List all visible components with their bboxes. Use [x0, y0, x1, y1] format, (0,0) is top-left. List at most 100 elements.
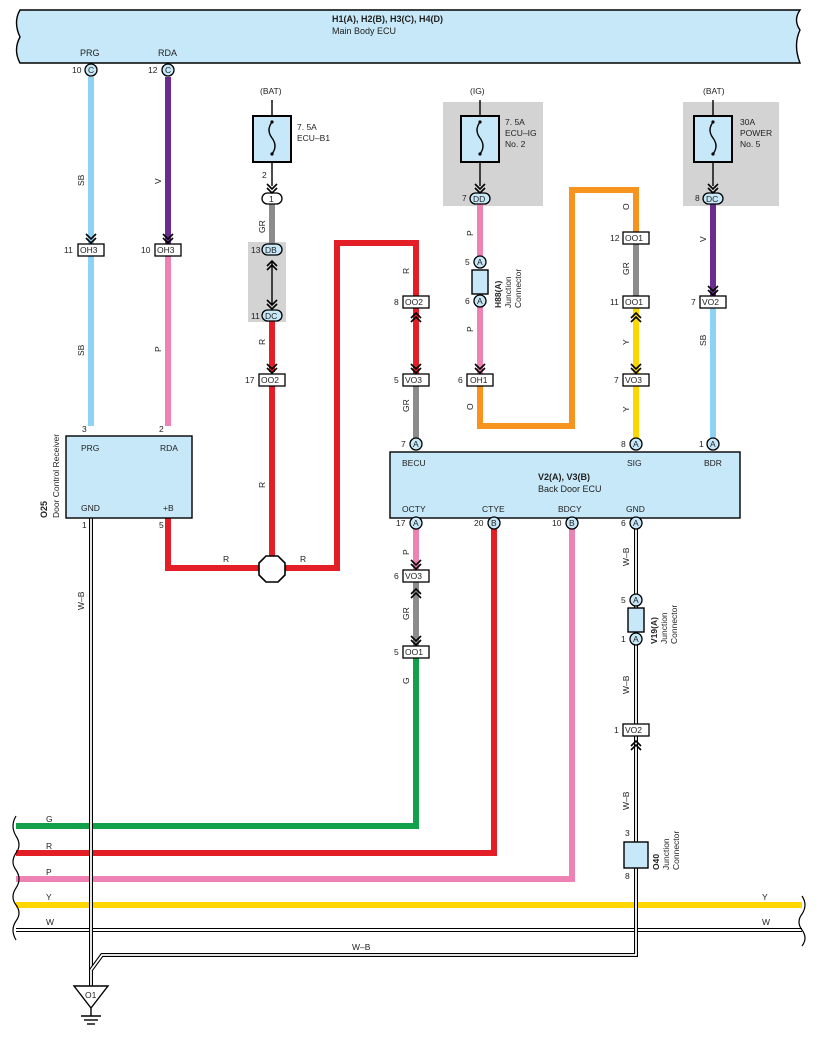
fuse-ig-name2: No. 2	[505, 139, 526, 149]
door-control-receiver	[65, 435, 193, 519]
conn-oh1: OH1 6	[458, 373, 494, 387]
conn-oh3-rda: OH3 10	[141, 243, 182, 257]
label-wb-3: W–B	[621, 791, 631, 810]
conn-oo2-8: OO2 8	[394, 295, 430, 309]
svg-text:O40: O40	[651, 854, 661, 870]
fuse-ecub1-source: (BAT)	[260, 86, 282, 96]
splice-point	[258, 555, 286, 583]
break-left	[12, 815, 20, 941]
o25-pin-rda: RDA	[160, 443, 178, 453]
svg-text:1: 1	[699, 439, 704, 449]
svg-text:8: 8	[394, 297, 399, 307]
o25-id: O25	[39, 501, 49, 518]
label-gr-4: GR	[401, 607, 411, 620]
bde-pin8-top: A 8	[621, 437, 643, 451]
pin-prg-top: C 10	[72, 63, 98, 77]
o25-pin3: 3	[82, 424, 87, 434]
bde-pin6-bottom: A 6	[621, 516, 643, 530]
svg-text:OO1: OO1	[625, 233, 643, 243]
o25-name: Door Control Receiver	[51, 434, 61, 518]
conn-oo2-17: OO2 17	[245, 373, 286, 387]
fuse-ecub1-pin: 2	[262, 170, 267, 180]
fuse-power-name2: No. 5	[740, 139, 761, 149]
fuse-power5: (BAT) 30A POWER No. 5 8	[693, 86, 772, 203]
conn-oh3-prg: OH3 11	[64, 243, 105, 257]
svg-text:6: 6	[621, 518, 626, 528]
bde-pin-bdcy: BDCY	[558, 504, 582, 514]
wire-r-ctye	[16, 528, 497, 856]
label-o-1: O	[465, 403, 475, 410]
bde-pin10-bottom: B 10	[552, 516, 579, 530]
label-r-6: R	[46, 841, 52, 851]
svg-text:OH3: OH3	[80, 245, 98, 255]
junction-h88: A 5 A 6 H88(A) Junction Connector	[465, 255, 523, 308]
svg-text:DD: DD	[473, 194, 485, 204]
junction-v19: A 5 A 1 V19(A) Junction Connector	[621, 593, 679, 646]
bde-pin-becu: BECU	[402, 458, 426, 468]
conn-vo3-6: VO3 6	[394, 569, 430, 583]
label-sb-3: SB	[698, 334, 708, 346]
svg-text:A: A	[633, 595, 639, 605]
pin-name-rda-top: RDA	[158, 48, 177, 58]
svg-text:Junction: Junction	[503, 276, 513, 308]
conn-oo1-5: OO1 5	[394, 645, 430, 659]
back-door-ecu-title: V2(A), V3(B)	[538, 472, 590, 482]
svg-text:17: 17	[245, 375, 255, 385]
main-body-ecu-title: H1(A), H2(B), H3(C), H4(D)	[332, 14, 443, 24]
svg-text:1: 1	[269, 194, 274, 204]
fuse-power-name: POWER	[740, 128, 772, 138]
label-wb-2: W–B	[621, 675, 631, 694]
back-door-ecu	[389, 451, 741, 519]
svg-text:5: 5	[394, 647, 399, 657]
conn-vo3-5: VO3 5	[394, 373, 430, 387]
svg-text:DB: DB	[265, 245, 277, 255]
svg-text:10: 10	[552, 518, 562, 528]
svg-text:6: 6	[465, 296, 470, 306]
wire-r-plusb	[165, 518, 260, 571]
svg-text:Connector: Connector	[669, 605, 679, 644]
svg-text:VO2: VO2	[702, 297, 719, 307]
fuse-ig-source: (IG)	[470, 86, 485, 96]
svg-text:A: A	[710, 439, 716, 449]
svg-text:7: 7	[401, 439, 406, 449]
fuse-ig-name: ECU–IG	[505, 128, 537, 138]
svg-text:C: C	[165, 65, 171, 75]
fuse-ecu-ig2: (IG) 7. 5A ECU–IG No. 2 7	[460, 86, 537, 203]
svg-text:A: A	[413, 518, 419, 528]
label-wb-1: W–B	[621, 547, 631, 566]
fuse-ig-rating: 7. 5A	[505, 117, 525, 127]
svg-text:A: A	[633, 439, 639, 449]
main-body-ecu	[15, 9, 802, 64]
svg-text:11: 11	[610, 297, 619, 307]
o25-pin-prg: PRG	[81, 443, 99, 453]
o25-pin-plusb: +B	[163, 503, 174, 513]
label-p-4: P	[401, 549, 411, 555]
label-sb-2: SB	[76, 344, 86, 356]
fuse-power-pin: 8	[695, 193, 700, 203]
svg-text:12: 12	[148, 65, 158, 75]
svg-text:7: 7	[614, 375, 619, 385]
fuse-power-source: (BAT)	[703, 86, 725, 96]
svg-text:8: 8	[621, 439, 626, 449]
svg-text:H88(A): H88(A)	[493, 280, 503, 308]
svg-text:10: 10	[72, 65, 82, 75]
o25-pin5: 5	[159, 520, 164, 530]
label-r-1: R	[257, 339, 267, 345]
svg-text:DC: DC	[265, 311, 277, 321]
svg-text:11: 11	[64, 245, 73, 255]
label-w-1: W	[46, 917, 54, 927]
svg-text:V19(A): V19(A)	[649, 617, 659, 644]
conn-dc-power: DC	[702, 192, 724, 205]
label-y-3: Y	[46, 892, 52, 902]
svg-text:5: 5	[465, 257, 470, 267]
fuse-ecub1-rating: 7. 5A	[297, 122, 317, 132]
svg-text:A: A	[633, 518, 639, 528]
conn-vo3-7: VO3 7	[614, 373, 650, 387]
svg-text:A: A	[413, 439, 419, 449]
label-wb-4: W–B	[76, 591, 86, 610]
label-g-2: G	[46, 814, 53, 824]
bde-pin-gnd: GND	[626, 504, 645, 514]
svg-text:1: 1	[621, 634, 626, 644]
label-gr-3: GR	[621, 262, 631, 275]
label-gr-1: GR	[257, 220, 267, 233]
